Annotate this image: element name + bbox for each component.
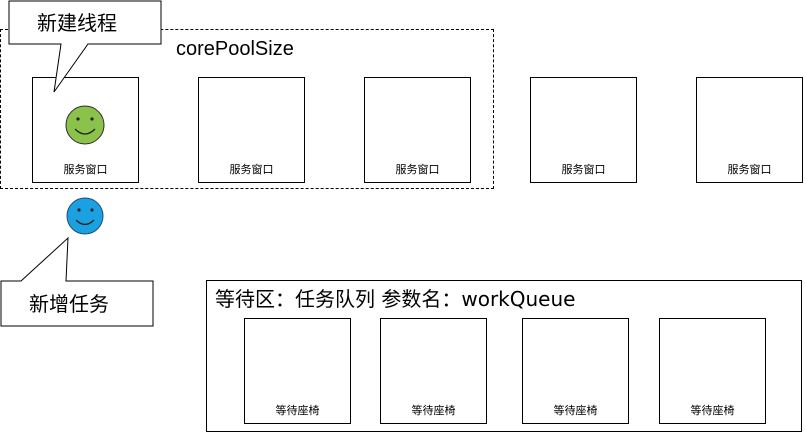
thread-smiley-icon <box>65 105 105 145</box>
service-window: 服务窗口 <box>364 77 471 183</box>
service-window-label: 服务窗口 <box>561 163 606 176</box>
new-thread-callout-bubble <box>8 0 162 93</box>
waiting-seat-label: 等待座椅 <box>690 404 735 417</box>
waiting-area-title: 等待区：任务队列 参数名：workQueue <box>215 287 576 311</box>
service-window: 服务窗口 <box>530 77 637 183</box>
service-window-label: 服务窗口 <box>229 163 274 176</box>
service-window-label: 服务窗口 <box>395 163 440 176</box>
waiting-seat: 等待座椅 <box>244 318 351 424</box>
waiting-seat: 等待座椅 <box>522 318 629 424</box>
service-window: 服务窗口 <box>198 77 305 183</box>
new-task-callout-bubble <box>0 236 154 327</box>
service-window-label: 服务窗口 <box>727 163 772 176</box>
core-pool-label: corePoolSize <box>176 38 294 60</box>
waiting-seat: 等待座椅 <box>659 318 766 424</box>
core-pool-boundary <box>0 29 494 189</box>
new-thread-callout-label: 新建线程 <box>37 11 117 35</box>
waiting-seat: 等待座椅 <box>380 318 487 424</box>
service-window-label: 服务窗口 <box>63 163 108 176</box>
waiting-seat-label: 等待座椅 <box>275 404 320 417</box>
task-smiley-icon <box>66 197 104 235</box>
service-window: 服务窗口 <box>696 77 803 183</box>
waiting-seat-label: 等待座椅 <box>411 404 456 417</box>
new-task-callout-label: 新增任务 <box>29 292 109 316</box>
waiting-seat-label: 等待座椅 <box>553 404 598 417</box>
